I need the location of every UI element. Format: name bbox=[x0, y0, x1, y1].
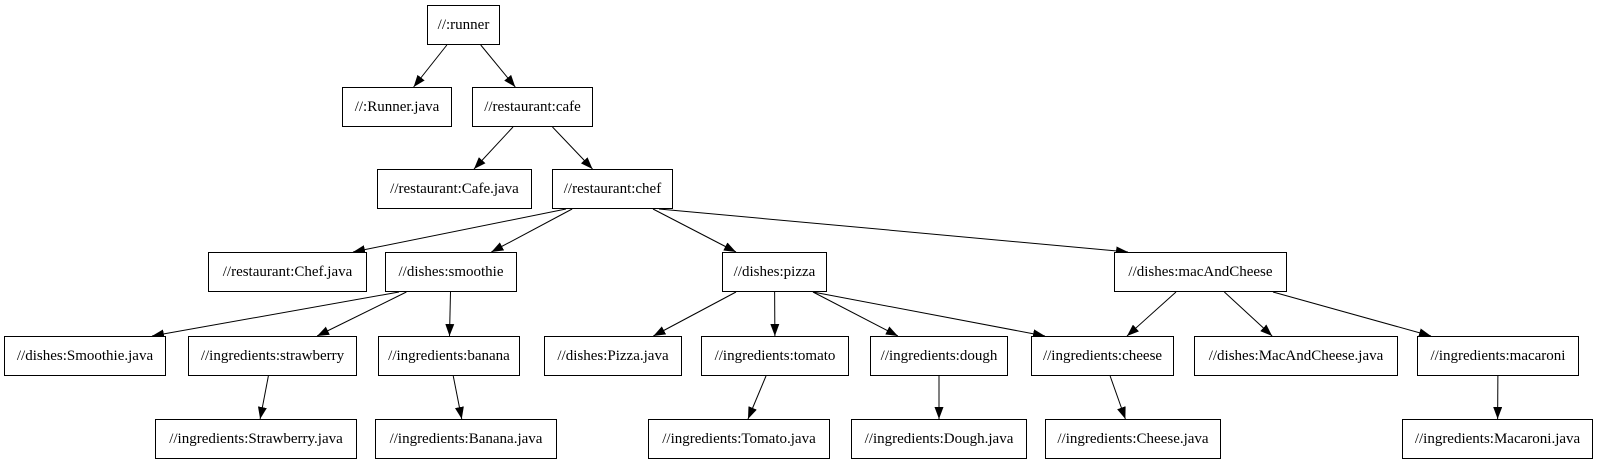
graph-node-tomato: //ingredients:tomato bbox=[701, 336, 849, 376]
graph-node-runner: //:runner bbox=[427, 5, 500, 45]
graph-node-macaroni_java: //ingredients:Macaroni.java bbox=[1402, 419, 1593, 459]
graph-node-cheese: //ingredients:cheese bbox=[1031, 336, 1174, 376]
graph-edge-runner-to-cafe bbox=[480, 44, 516, 88]
graph-edge-tomato-to-tomato_java bbox=[747, 375, 767, 420]
graph-edge-chef-to-chef_java bbox=[352, 208, 567, 255]
graph-node-chef: //restaurant:chef bbox=[552, 169, 673, 209]
graph-node-pizza: //dishes:pizza bbox=[722, 252, 827, 292]
graph-node-smoothie_java: //dishes:Smoothie.java bbox=[4, 336, 166, 376]
graph-node-macandcheese_java: //dishes:MacAndCheese.java bbox=[1194, 336, 1398, 376]
graph-node-banana_java: //ingredients:Banana.java bbox=[375, 419, 557, 459]
graph-edge-smoothie-to-banana bbox=[445, 291, 455, 337]
graph-edge-chef-to-pizza bbox=[652, 208, 737, 253]
graph-node-pizza_java: //dishes:Pizza.java bbox=[544, 336, 682, 376]
graph-edge-smoothie-to-strawberry bbox=[316, 291, 407, 337]
graph-node-strawberry_java: //ingredients:Strawberry.java bbox=[155, 419, 357, 459]
graph-node-banana: //ingredients:banana bbox=[378, 336, 520, 376]
graph-edge-macandcheese-to-cheese bbox=[1126, 291, 1177, 337]
graph-edge-cheese-to-cheese_java bbox=[1109, 375, 1126, 420]
graph-node-macaroni: //ingredients:macaroni bbox=[1417, 336, 1579, 376]
graph-edge-chef-to-smoothie bbox=[491, 208, 573, 253]
graph-node-cafe: //restaurant:cafe bbox=[472, 87, 593, 127]
graph-node-strawberry: //ingredients:strawberry bbox=[188, 336, 357, 376]
graph-node-chef_java: //restaurant:Chef.java bbox=[208, 252, 367, 292]
graph-node-runner_java: //:Runner.java bbox=[342, 87, 452, 127]
graph-edge-cafe-to-chef bbox=[552, 126, 593, 170]
graph-edge-macandcheese-to-macandcheese_java bbox=[1224, 291, 1273, 337]
graph-edge-pizza-to-dough bbox=[812, 291, 899, 337]
graph-node-macandcheese: //dishes:macAndCheese bbox=[1114, 252, 1287, 292]
graph-edge-cafe-to-cafe_java bbox=[473, 126, 514, 170]
graph-node-tomato_java: //ingredients:Tomato.java bbox=[648, 419, 830, 459]
graph-edge-chef-to-macandcheese bbox=[658, 208, 1129, 256]
graph-edge-banana-to-banana_java bbox=[452, 375, 464, 420]
graph-edge-macandcheese-to-macaroni bbox=[1272, 291, 1432, 338]
graph-edge-pizza-to-cheese bbox=[812, 291, 1046, 339]
graph-edge-smoothie-to-smoothie_java bbox=[151, 291, 400, 339]
graph-edge-strawberry-to-strawberry_java bbox=[257, 375, 269, 420]
graph-node-dough_java: //ingredients:Dough.java bbox=[851, 419, 1027, 459]
graph-node-cafe_java: //restaurant:Cafe.java bbox=[377, 169, 532, 209]
graph-node-dough: //ingredients:dough bbox=[870, 336, 1008, 376]
graph-node-smoothie: //dishes:smoothie bbox=[385, 252, 517, 292]
graph-edge-pizza-to-pizza_java bbox=[653, 291, 737, 337]
graph-edge-runner-to-runner_java bbox=[413, 44, 448, 88]
graph-node-cheese_java: //ingredients:Cheese.java bbox=[1045, 419, 1221, 459]
